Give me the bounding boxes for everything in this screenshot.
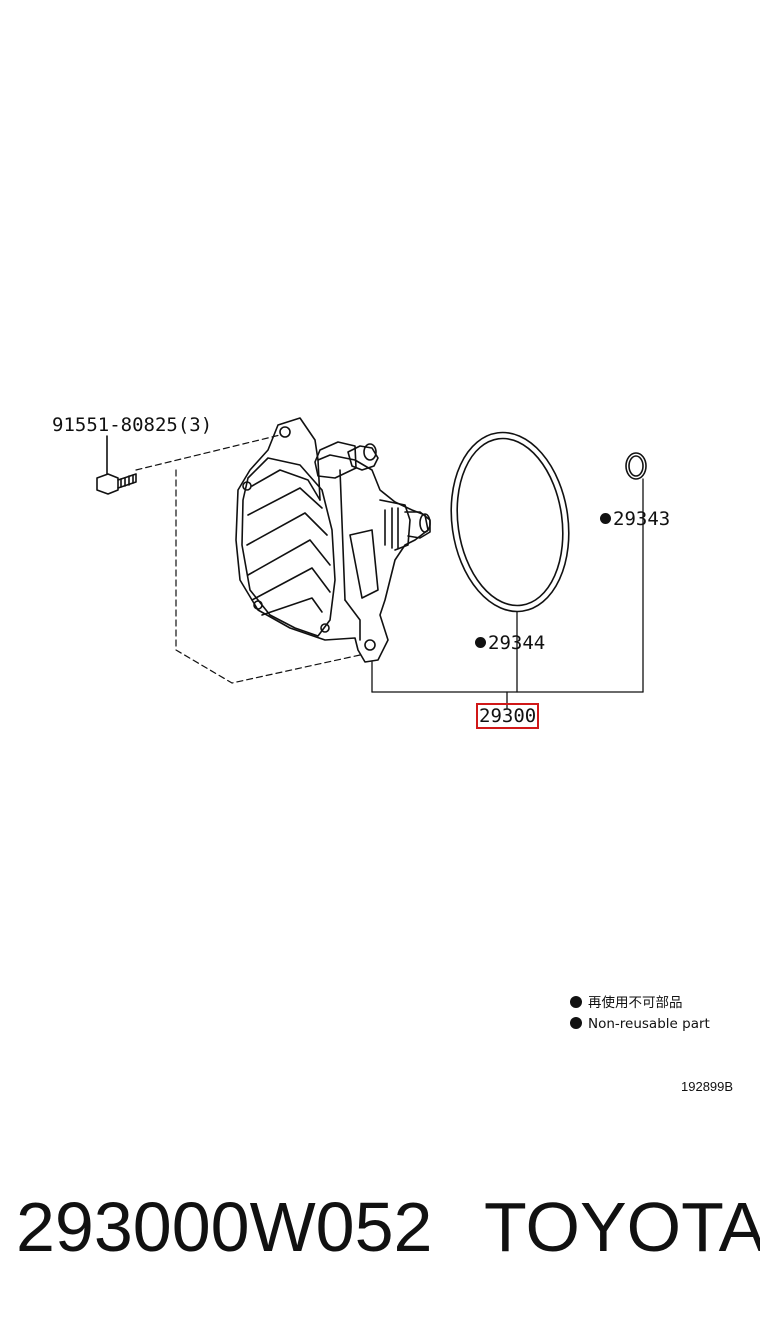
footer-brand: TOYOTA (484, 1188, 760, 1266)
leader-lines (371, 478, 644, 709)
dashed-guide-lines (135, 434, 361, 684)
oring-large-callout[interactable]: 29344 (475, 634, 545, 653)
oring-small-label: 29343 (613, 508, 671, 530)
small-o-ring-icon (625, 452, 647, 480)
oring-small-callout[interactable]: 29343 (600, 510, 670, 529)
oring-large-label: 29344 (488, 632, 546, 654)
bolt-icon (96, 435, 137, 495)
footer-part-number: 293000W052 (16, 1188, 433, 1266)
legend-english: Non-reusable part (570, 1017, 710, 1032)
legend-dot-icon (570, 1017, 582, 1029)
bolt-part-label[interactable]: 91551-80825(3) (52, 414, 213, 436)
assembly-callout[interactable]: 29300 (476, 703, 540, 729)
legend-english-text: Non-reusable part (588, 1016, 710, 1032)
legend-dot-icon (570, 996, 582, 1008)
illustration-code: 192899B (681, 1079, 734, 1094)
legend-japanese-text: 再使用不可部品 (588, 995, 683, 1011)
large-o-ring-icon (450, 431, 570, 613)
vacuum-pump-icon (235, 417, 431, 663)
legend-japanese: 再使用不可部品 (570, 996, 683, 1011)
assembly-part-label: 29300 (476, 703, 540, 729)
non-reusable-dot-icon (475, 637, 486, 648)
non-reusable-dot-icon (600, 513, 611, 524)
